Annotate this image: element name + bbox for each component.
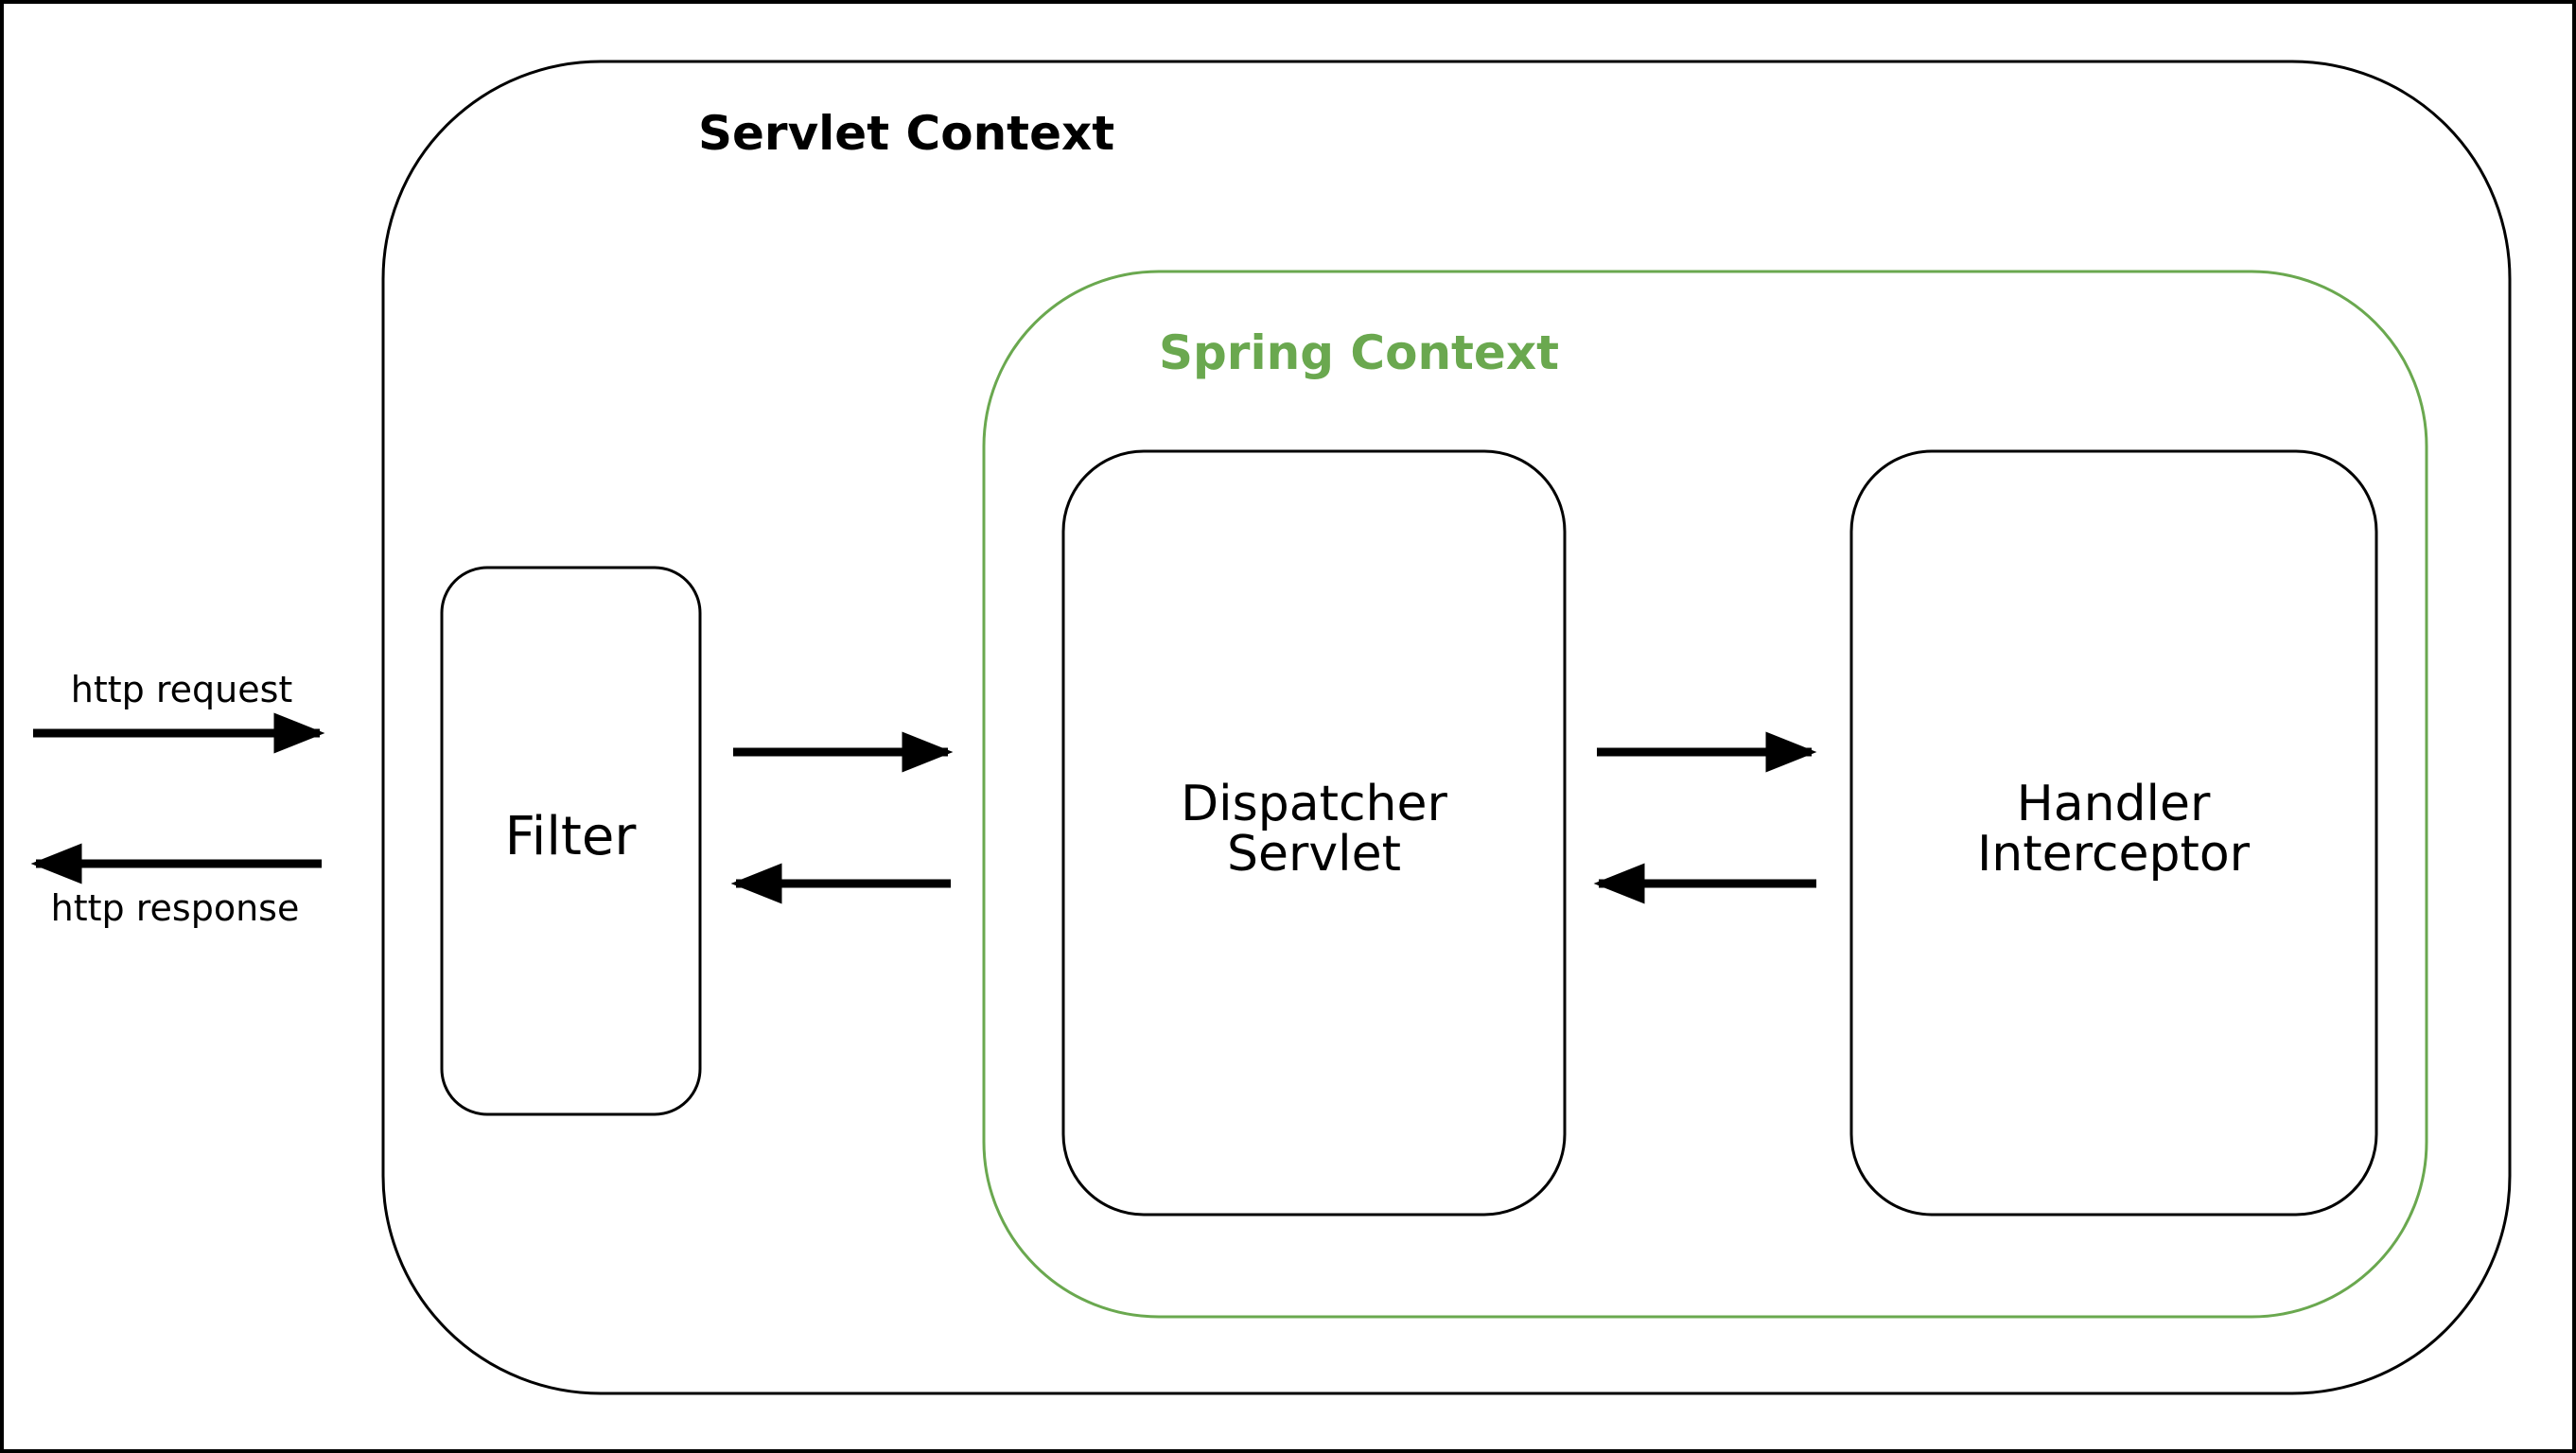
filter-label: Filter (505, 806, 638, 867)
servlet-context-title: Servlet Context (698, 106, 1114, 161)
http-request-label: http request (71, 669, 293, 710)
spring-context-box (982, 270, 2428, 1319)
dispatcher-servlet-label-line2: Servlet (1227, 826, 1401, 883)
dispatcher-servlet-box (1061, 449, 1567, 1217)
filter-box (440, 566, 702, 1116)
handler-interceptor-label-line1: Handler (2017, 776, 2211, 832)
handler-interceptor-box (1849, 449, 2378, 1217)
handler-interceptor-label-line2: Interceptor (1977, 826, 2251, 883)
servlet-context-box (381, 60, 2512, 1395)
http-response-label: http response (51, 887, 300, 929)
spring-context-title: Spring Context (1159, 325, 1559, 380)
dispatcher-servlet-label-line1: Dispatcher (1181, 776, 1447, 832)
